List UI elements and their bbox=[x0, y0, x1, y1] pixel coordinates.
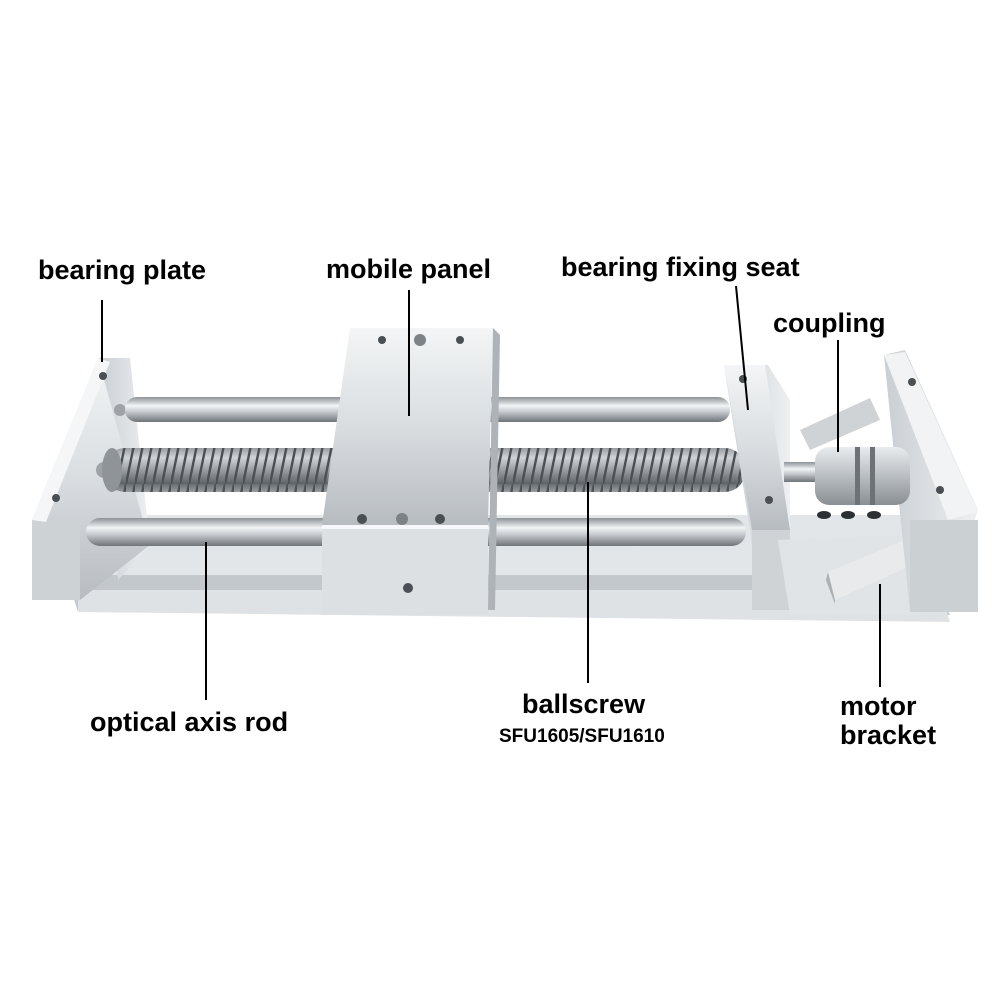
motor-bracket bbox=[778, 350, 978, 615]
mobile-panel-carriage bbox=[322, 328, 500, 615]
leader-bearing-fixing-seat bbox=[735, 285, 749, 411]
label-bearing-plate: bearing plate bbox=[38, 255, 207, 285]
label-bearing-fixing-seat: bearing fixing seat bbox=[561, 252, 800, 282]
coupling-part bbox=[784, 447, 910, 519]
label-coupling: coupling bbox=[773, 308, 886, 338]
label-ballscrew: ballscrew bbox=[522, 689, 646, 719]
label-mobile-panel: mobile panel bbox=[326, 254, 492, 284]
bearing-fixing-seat bbox=[724, 365, 790, 610]
label-ballscrew-model: SFU1605/SFU1610 bbox=[499, 726, 665, 747]
label-motor-bracket-line1: motor bbox=[840, 691, 917, 721]
leader-lines bbox=[101, 285, 881, 700]
label-optical-axis-rod: optical axis rod bbox=[90, 707, 289, 737]
label-motor-bracket-line2: bracket bbox=[840, 720, 937, 750]
